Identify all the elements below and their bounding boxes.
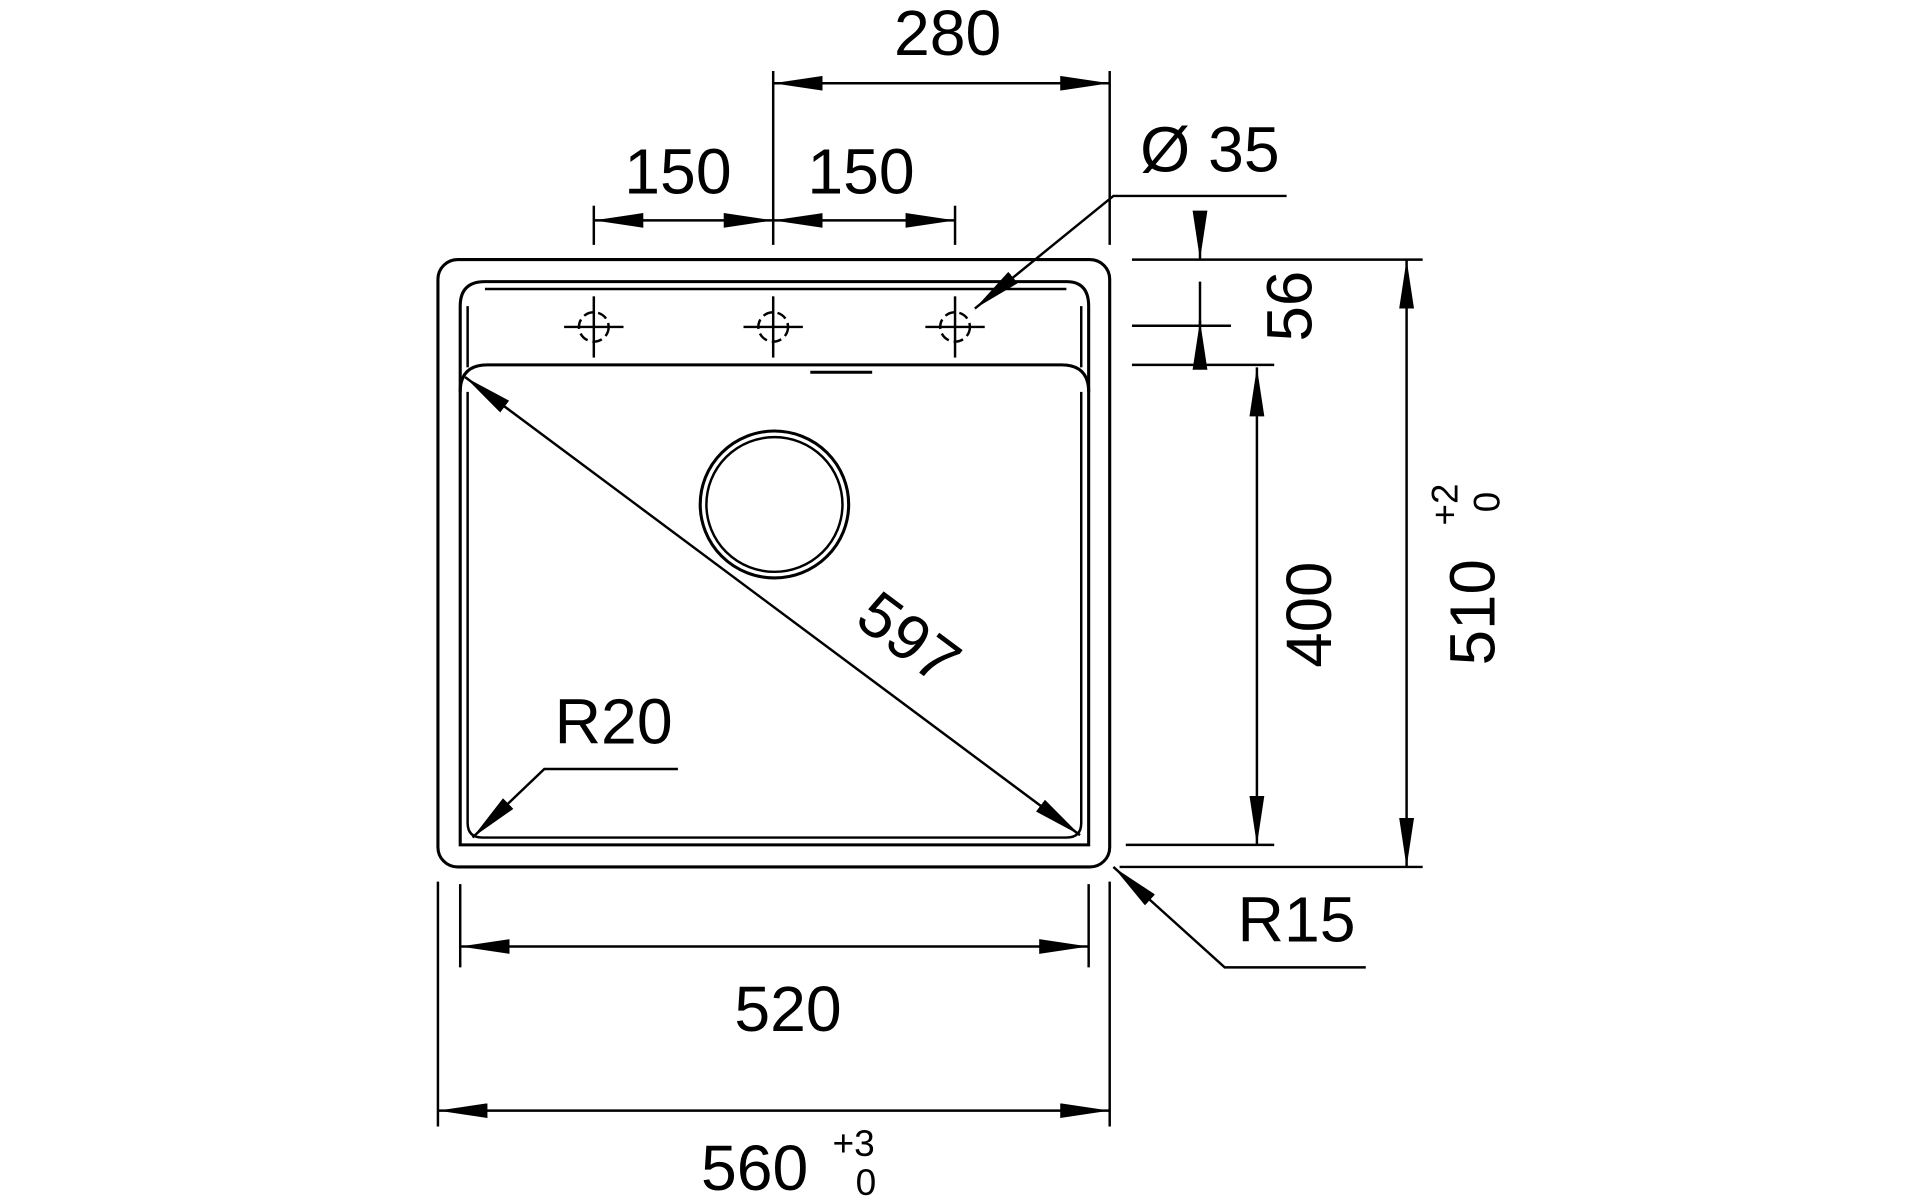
tolerance-minus: 0 (1466, 492, 1507, 512)
dimension-label: 560 (701, 1133, 808, 1200)
dimension-label: 56 (1253, 271, 1325, 342)
dimension-560: 560 +3 0 (436, 881, 1111, 1200)
dimension-56: 56 (1131, 210, 1423, 370)
drain-icon (698, 429, 851, 580)
radius-r15: R15 (1112, 866, 1366, 969)
tap-hole-left (564, 296, 624, 358)
dimension-label: 150 (807, 136, 914, 208)
dimension-150-pair: 150 150 (592, 136, 957, 245)
dimension-597-diagonal: 597 (464, 376, 1081, 837)
dimension-label: 400 (1273, 562, 1345, 668)
dimension-label: 150 (624, 136, 731, 208)
radius-r20: R20 (471, 686, 678, 839)
tap-hole-right (925, 296, 985, 358)
dimension-label: 597 (844, 577, 973, 698)
dimension-510: 510 +2 0 (1119, 259, 1509, 869)
dimension-520: 520 (458, 884, 1090, 1045)
dimension-label: R20 (555, 686, 673, 758)
dimension-label: R15 (1237, 884, 1355, 956)
tolerance-plus: +3 (832, 1123, 874, 1164)
tolerance-plus: +2 (1424, 484, 1465, 526)
dimension-label: Ø 35 (1140, 114, 1279, 186)
dimension-label: 510 (1436, 559, 1508, 665)
dimension-label: 520 (734, 973, 841, 1045)
dimension-400: 400 (1125, 367, 1345, 847)
tap-hole-center (743, 296, 803, 358)
tolerance-minus: 0 (856, 1162, 877, 1200)
dimension-label: 280 (894, 0, 1001, 69)
dimension-hole-diameter: Ø 35 (974, 114, 1287, 310)
dimension-280: 280 (771, 0, 1111, 245)
